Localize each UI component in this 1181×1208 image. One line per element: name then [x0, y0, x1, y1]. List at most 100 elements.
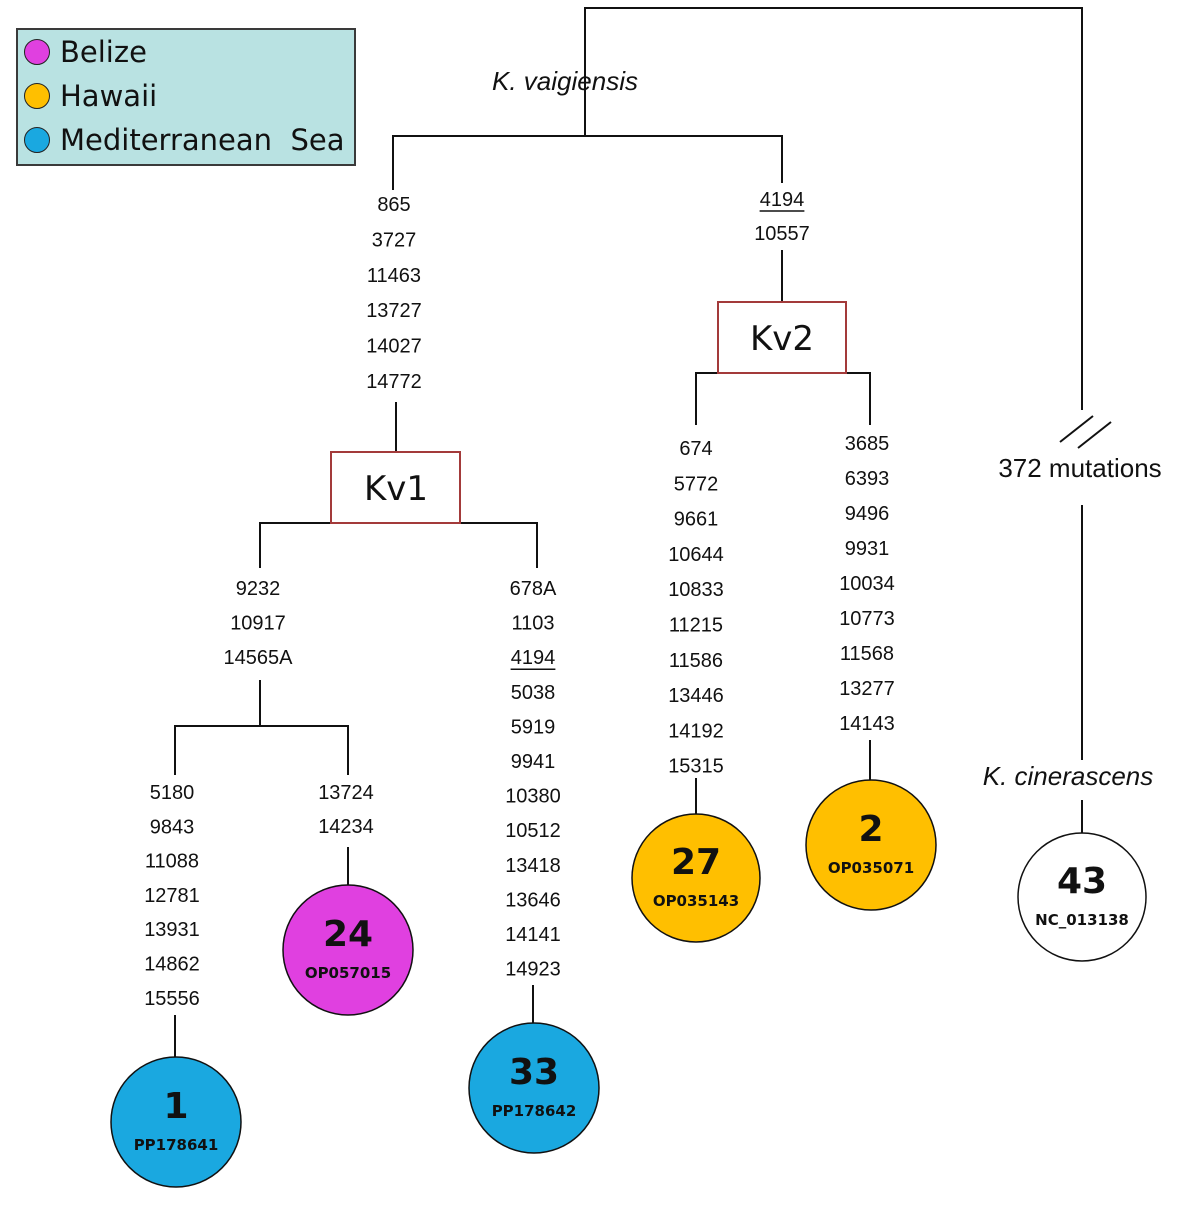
mutation-label: 3685 [845, 433, 890, 455]
haplotype-accession: OP057015 [305, 964, 391, 982]
mutation-label: 14234 [318, 816, 374, 838]
mutation-label: 4194 [760, 189, 805, 211]
mutation-label: 14027 [366, 336, 422, 358]
kv1-split [259, 522, 538, 568]
mutation-label: 10833 [668, 579, 724, 601]
mutation-label: 14192 [668, 720, 724, 742]
mutation-label: 13646 [505, 889, 561, 911]
mutation-label: 14143 [839, 713, 895, 735]
mutation-label: 9931 [845, 538, 890, 560]
mutation-label: 14923 [505, 959, 561, 981]
species-label-vaigiensis: K. vaigiensis [492, 66, 638, 96]
mutation-label: 13727 [366, 300, 422, 322]
haplotype-count: 43 [1057, 861, 1107, 902]
mutation-label: 14862 [144, 954, 200, 976]
mutation-label: 10380 [505, 786, 561, 808]
break-mark [1059, 415, 1094, 443]
mutation-lists: 865 3727 11463 13727 14027 14772 4194 10557 9232… [144, 189, 895, 1010]
kv1-label: Kv1 [364, 469, 428, 509]
kv2-label: Kv2 [750, 319, 814, 359]
mutation-label: 5919 [511, 716, 556, 738]
root-edge [584, 7, 1083, 410]
mutation-label: 6393 [845, 468, 890, 490]
mutation-label: 13277 [839, 678, 895, 700]
haplotype-nodes: 1PP17864124OP05701533PP17864227OP0351432… [110, 779, 1147, 1188]
mutation-label: 10773 [839, 608, 895, 630]
mutation-label: 11568 [840, 643, 894, 665]
mutation-label: 9843 [150, 816, 195, 838]
mutation-label: 11215 [669, 615, 723, 637]
legend-label: Belize [60, 35, 147, 69]
mutation-label: 13446 [668, 685, 724, 707]
mutation-label: 13931 [144, 919, 200, 941]
mutation-label: 9661 [674, 509, 719, 531]
vaigiensis-split [392, 135, 783, 190]
mutation-label: 865 [377, 194, 410, 216]
break-mark [1077, 421, 1112, 449]
mutation-label: 5038 [511, 682, 556, 704]
haplotype-count: 1 [163, 1086, 188, 1127]
haplotype-accession: PP178641 [134, 1136, 219, 1154]
haplotype-count: 2 [858, 809, 883, 850]
mutation-label: 14565A [224, 647, 294, 669]
mutation-label: 11586 [669, 650, 723, 672]
belize-color-swatch [24, 39, 50, 65]
kv2-node [717, 301, 847, 374]
mutation-label: 4194 [511, 647, 556, 669]
haplotype-accession: PP178642 [492, 1102, 577, 1120]
haplotype-circle [282, 884, 414, 1016]
mutations-count-label: 372 mutations [998, 453, 1161, 483]
mutation-label: 10034 [839, 573, 895, 595]
legend-label: Mediterranean Sea [60, 123, 345, 157]
legend-item-hawaii: Hawaii [24, 76, 157, 116]
legend-label: Hawaii [60, 79, 158, 113]
mutation-label: 15315 [668, 756, 724, 778]
species-label-cinerascens: K. cinerascens [983, 761, 1154, 791]
haplotype-accession: OP035143 [653, 892, 739, 910]
mutation-label: 9496 [845, 503, 890, 525]
kv2-split [695, 372, 871, 425]
mutation-label: 10512 [505, 820, 561, 842]
mutation-label: 3727 [372, 229, 417, 251]
mutation-label: 11088 [145, 851, 199, 873]
haplotype-count: 27 [671, 842, 721, 883]
kv1-node [330, 451, 461, 524]
mutation-label: 10917 [230, 613, 286, 635]
mutation-label: 1103 [511, 613, 554, 635]
mutation-label: 678A [510, 578, 557, 600]
haplotype-circle [110, 1056, 242, 1188]
mutation-label: 5180 [150, 782, 195, 804]
mutation-label: 674 [679, 438, 712, 460]
haplotype-count: 24 [323, 914, 373, 955]
kv1-left-split [174, 725, 349, 775]
haplotype-circle [631, 813, 761, 943]
haplotype-circle [805, 779, 937, 911]
mutation-label: 9941 [511, 751, 556, 773]
legend: Belize Hawaii Mediterranean Sea [16, 28, 356, 166]
mutation-label: 10557 [754, 223, 810, 245]
legend-item-mediterranean: Mediterranean Sea [24, 120, 344, 160]
mutation-label: 15556 [144, 988, 200, 1010]
mutation-label: 11463 [367, 265, 421, 287]
hawaii-color-swatch [24, 83, 50, 109]
mutation-label: 14772 [366, 371, 422, 393]
haplotype-count: 33 [509, 1052, 559, 1093]
haplotype-accession: NC_013138 [1035, 911, 1129, 929]
mediterranean-color-swatch [24, 127, 50, 153]
haplotype-circle [1017, 832, 1147, 962]
mutation-label: 9232 [236, 578, 281, 600]
mutation-label: 13418 [505, 855, 561, 877]
mutation-label: 12781 [144, 885, 200, 907]
mutation-label: 10644 [668, 544, 724, 566]
legend-item-belize: Belize [24, 32, 147, 72]
mutation-label: 5772 [674, 473, 719, 495]
mutation-label: 14141 [505, 924, 561, 946]
haplotype-accession: OP035071 [828, 859, 914, 877]
